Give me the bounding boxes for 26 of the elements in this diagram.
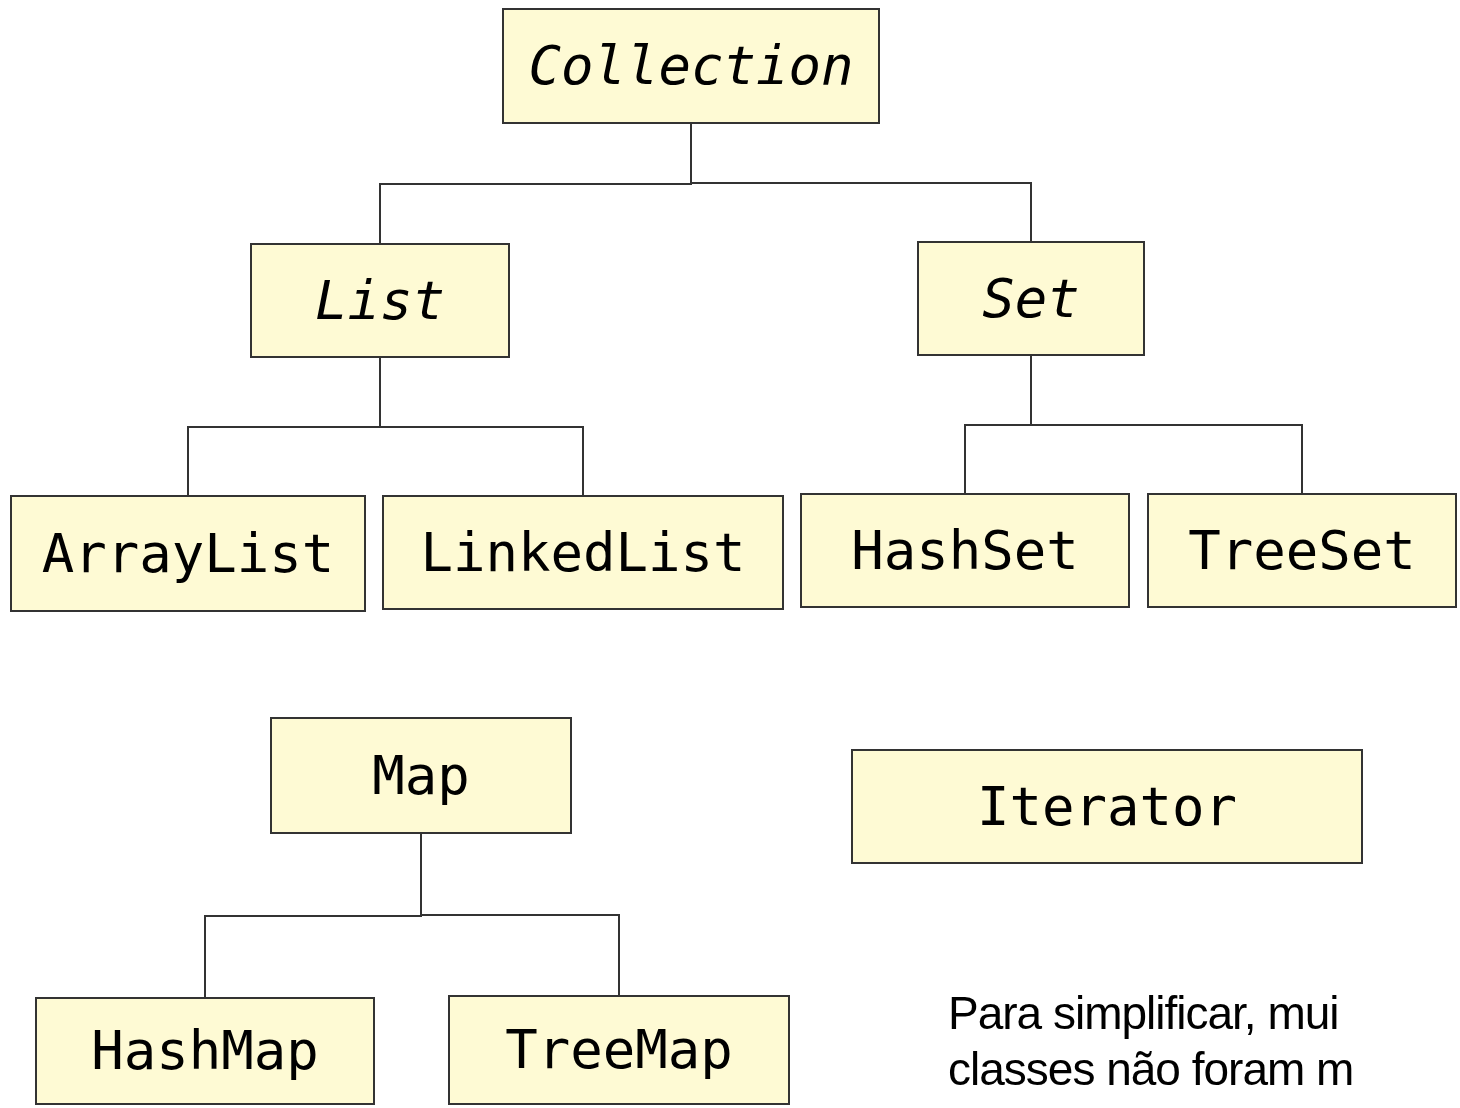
interface-name: Collection <box>528 39 854 93</box>
interface-box <box>250 243 510 358</box>
class-box <box>1147 493 1457 608</box>
interface-box <box>502 8 880 124</box>
interface-name: List <box>314 273 445 328</box>
note-text: classes não foram m <box>948 1042 1354 1097</box>
class-box <box>10 495 366 612</box>
interface-box <box>917 241 1145 356</box>
class-name: HashMap <box>91 1024 319 1078</box>
class-name: Iterator <box>976 779 1238 834</box>
class-box <box>270 717 572 834</box>
note-text: Para simplificar, mui <box>948 986 1340 1041</box>
class-name: LinkedList <box>420 525 746 580</box>
class-box <box>35 997 375 1105</box>
class-box <box>382 495 784 610</box>
class-box <box>851 749 1363 864</box>
connector-line <box>379 357 584 496</box>
class-box <box>800 493 1130 608</box>
class-name: TreeMap <box>505 1023 733 1077</box>
connector-line <box>420 833 620 996</box>
class-name: Map <box>372 748 470 803</box>
class-box <box>448 995 790 1105</box>
class-name: TreeSet <box>1188 523 1416 578</box>
interface-name: Set <box>982 271 1080 326</box>
class-name: ArrayList <box>41 526 335 581</box>
class-name: HashSet <box>851 523 1079 578</box>
